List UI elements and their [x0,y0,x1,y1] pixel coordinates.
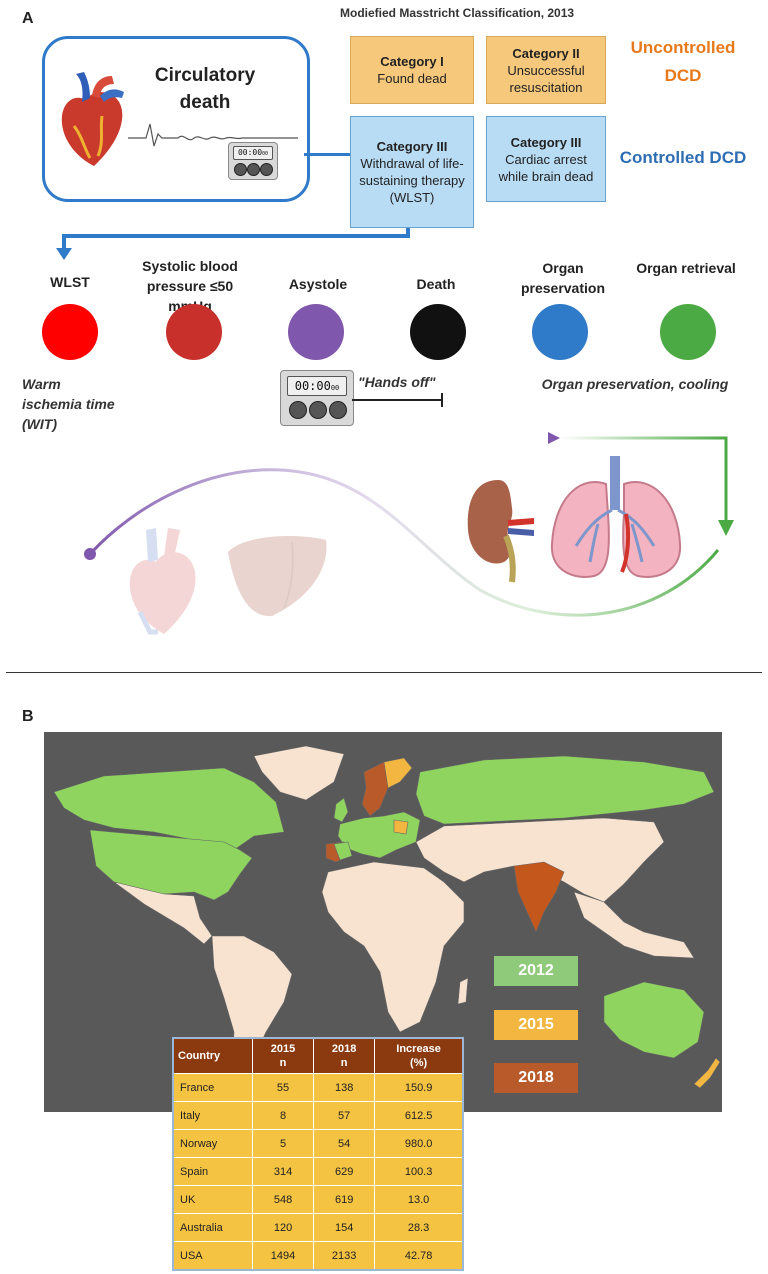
n2015-cell: 120 [252,1213,315,1242]
warm-ischemia-label: Warm ischemia time (WIT) [22,376,115,432]
country-cell: France [173,1073,253,1102]
category-iii-wlst-box: Category III Withdrawal of life-sustaini… [350,116,474,228]
world-map-shapes [53,745,721,1089]
category-ii-title: Category II [512,45,580,61]
step-retrieval-label: Organ retrieval [636,260,736,276]
header-increase: Increase(%) [374,1038,464,1074]
uncontrolled-dcd-label: Uncontrolled DCD [630,38,736,85]
n2015-cell: 548 [252,1185,315,1214]
classification-title: Modiefied Masstricht Classification, 201… [340,6,575,20]
controlled-dcd-label: Controlled DCD [619,148,747,167]
n2018-cell: 2133 [313,1241,376,1270]
timeline-curves [84,432,734,617]
category-iii-wlst-title: Category III [376,139,448,154]
timer-display: 00:00 [237,148,263,157]
organ-preservation-note: Organ preservation, cooling [541,376,729,392]
country-cell: Spain [173,1157,253,1186]
systolic-dot [166,304,222,360]
n2018-cell: 629 [313,1157,376,1186]
category-i-title: Category I [380,54,444,69]
ecg-flatline [128,123,298,147]
country-cell: UK [173,1185,253,1214]
legend-2015: 2015 [494,1010,578,1040]
increase-cell: 13.0 [374,1185,464,1214]
wlst-dot [42,304,98,360]
panel-separator [6,672,762,673]
country-cell: Australia [173,1213,253,1242]
heart-icon [61,72,124,166]
n2015-cell: 1494 [252,1241,315,1270]
n2018-cell: 138 [313,1073,376,1102]
step-death-label: Death [416,276,456,292]
connector-line [304,153,350,156]
n2015-cell: 8 [252,1101,315,1130]
asystole-dot [288,304,344,360]
n2018-cell: 154 [313,1213,376,1242]
increase-cell: 28.3 [374,1213,464,1242]
faded-liver-icon [228,536,327,617]
timer-ms: 00 [262,151,269,157]
country-cell: Italy [173,1101,253,1130]
category-iii-brain-box: Category III Cardiac arrest while brain … [486,116,606,202]
kidney-icon [467,480,534,583]
step-asystole-label: Asystole [288,276,348,292]
increase-cell: 612.5 [374,1101,464,1130]
increase-cell: 42.78 [374,1241,464,1270]
n2018-cell: 57 [313,1101,376,1130]
increase-cell: 150.9 [374,1073,464,1102]
category-iii-brain-title: Category III [510,134,582,150]
n2018-cell: 619 [313,1185,376,1214]
n2015-cell: 5 [252,1129,315,1158]
panel-b-label: B [22,708,34,725]
preservation-dot [532,304,588,360]
step-wlst-label: WLST [50,274,90,290]
country-cell: USA [173,1241,253,1270]
legend-2018: 2018 [494,1063,578,1093]
step-preservation-label: Organ preservation [520,260,606,296]
world-map: 2012 2015 2018 [44,732,722,1112]
hands-off-line [352,393,443,407]
n2018-cell: 54 [313,1129,376,1158]
panel-a-label: A [22,10,34,27]
category-ii-desc: Unsuccessful resuscitation [507,62,585,95]
increase-cell: 980.0 [374,1129,464,1158]
increase-cell: 100.3 [374,1157,464,1186]
circulatory-death-title: Circulatory death [154,65,256,113]
legend-2012: 2012 [494,956,578,986]
flow-arrow [56,228,410,260]
category-i-desc: Found dead [377,71,447,86]
n2015-cell: 55 [252,1073,315,1102]
category-iii-wlst-desc: Withdrawal of life-sustaining therapy (W… [359,156,465,205]
hands-off-label: "Hands off" [358,374,436,390]
hands-off-stopwatch-icon: 00:0000 [280,370,354,426]
faded-heart-icon [129,528,196,635]
lungs-icon [550,456,682,578]
header-country: Country [173,1038,253,1074]
category-iii-brain-desc: Cardiac arrest while brain dead [498,151,594,184]
category-ii-box: Category II Unsuccessful resuscitation [486,36,606,104]
death-dot [410,304,466,360]
category-i-box: Category I Found dead [350,36,474,104]
n2015-cell: 314 [252,1157,315,1186]
retrieval-dot [660,304,716,360]
stopwatch-icon: 00:0000 [228,142,278,180]
country-cell: Norway [173,1129,253,1158]
